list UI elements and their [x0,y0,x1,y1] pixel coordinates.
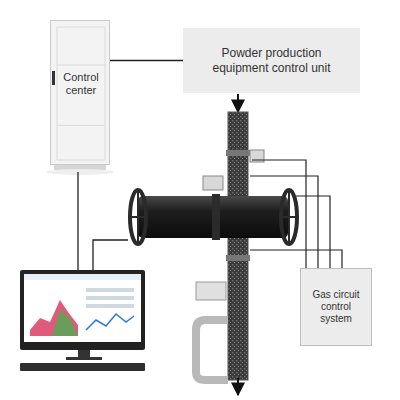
node-label: Control center [59,71,103,97]
gas-control-box: Gas circuit control system [300,268,372,346]
control-cabinet: Control center [50,20,110,165]
connector-line [110,60,183,61]
node-label: Gas circuit control system [305,289,367,325]
control-unit-box: Powder production equipment control unit [183,28,360,93]
node-label: Powder production equipment control unit [193,46,350,75]
